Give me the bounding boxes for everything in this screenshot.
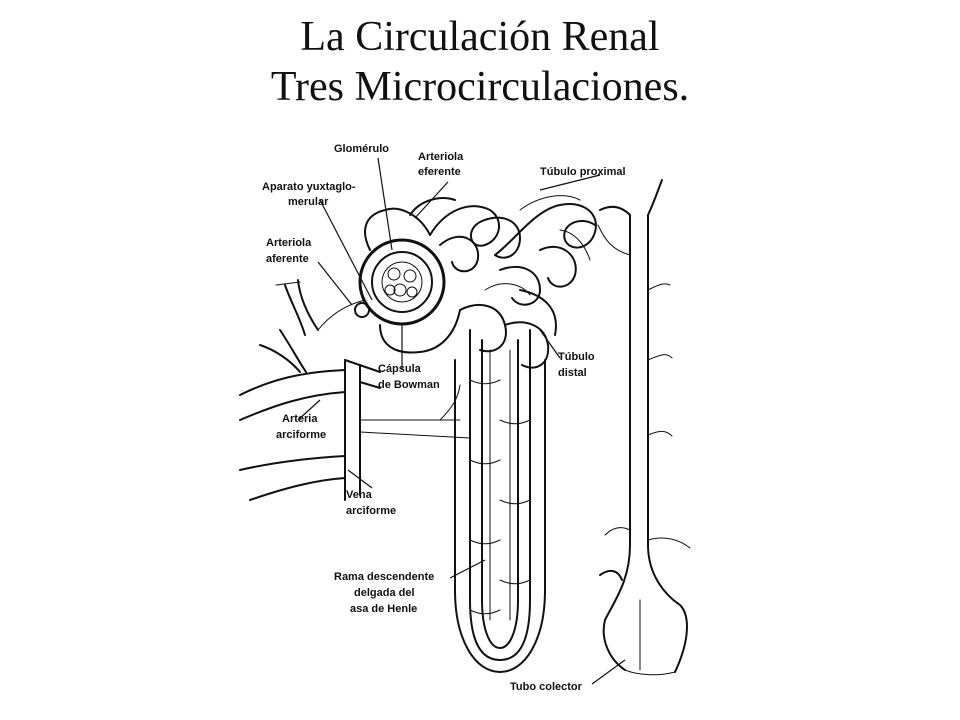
arcuate-vessels [239, 279, 471, 501]
label-glomerulo: Glomérulo [334, 143, 389, 155]
proximal-tubule [409, 195, 597, 306]
slide-title: La Circulación Renal Tres Microcirculaci… [0, 12, 960, 112]
label-capsula-1: Cápsula [378, 363, 422, 375]
label-arteria-1: Arteria [282, 413, 318, 425]
label-arteriola-aferente-2: aferente [266, 253, 309, 265]
label-tubo-colector: Tubo colector [510, 681, 583, 693]
label-tubulo-distal-2: distal [558, 367, 587, 379]
label-vena-1: Vena [346, 489, 373, 501]
title-line-1: La Circulación Renal [300, 14, 660, 60]
label-rama-1: Rama descendente [334, 571, 434, 583]
label-tubulo-distal-1: Túbulo [558, 351, 595, 363]
label-rama-2: delgada del [354, 587, 415, 599]
label-arteriola-eferente-2: eferente [418, 166, 461, 178]
distal-tubule [459, 283, 557, 369]
label-rama-3: asa de Henle [350, 603, 417, 615]
collecting-duct [597, 179, 691, 676]
label-tubulo-proximal: Túbulo proximal [540, 166, 626, 178]
label-arteriola-eferente-1: Arteriola [418, 151, 464, 163]
leader-lines [297, 157, 626, 685]
label-vena-2: arciforme [346, 505, 396, 517]
label-capsula-2: de Bowman [378, 379, 440, 391]
label-aparato-1: Aparato yuxtaglo- [262, 181, 356, 193]
loop-of-henle [439, 329, 546, 673]
title-line-2: Tres Microcirculaciones. [270, 64, 690, 110]
glomerulus [354, 207, 461, 354]
label-aparato-2: merular [288, 196, 329, 208]
label-arteria-2: arciforme [276, 429, 326, 441]
label-arteriola-aferente-1: Arteriola [266, 237, 312, 249]
